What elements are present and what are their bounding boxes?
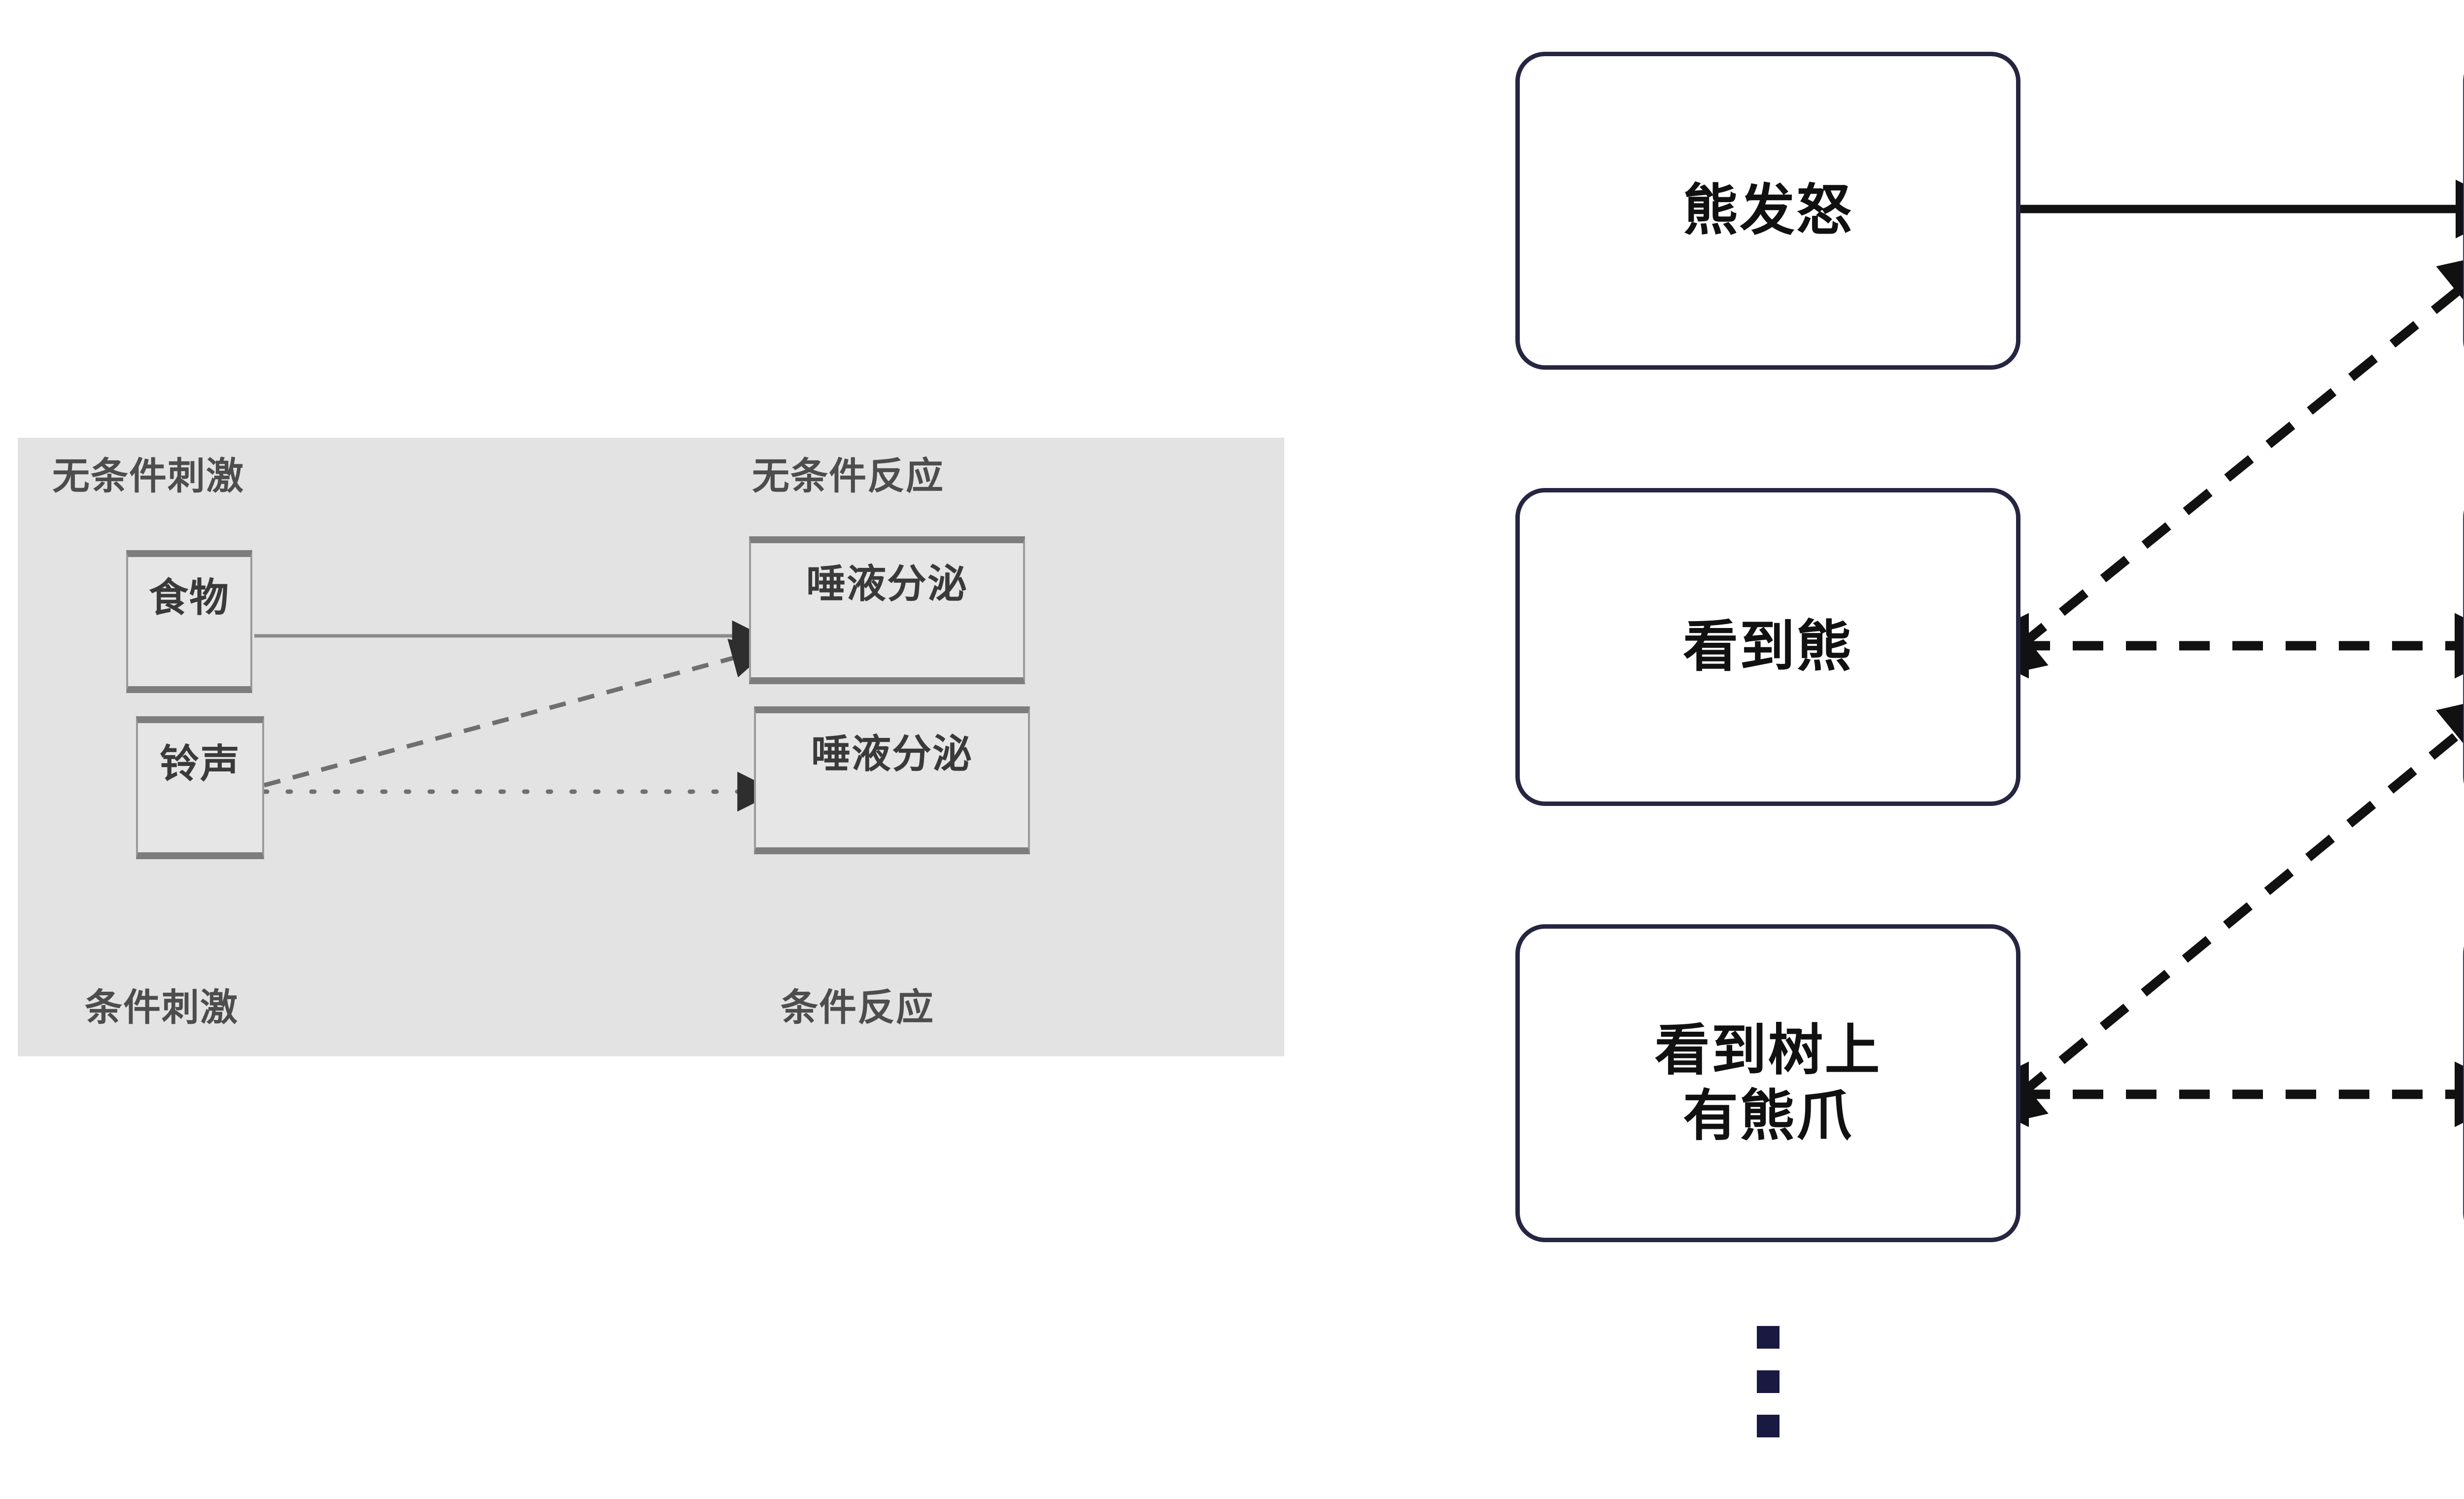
state-box-see-bear-label: 看到熊 <box>1683 616 1853 678</box>
caption-unconditioned-response: 无条件反应 <box>752 455 944 497</box>
state-box-see-claw-marks-label: 看到树上 有熊爪 <box>1655 1018 1882 1148</box>
edge-see-claw-to-value-s-prime <box>1977 694 2464 1130</box>
box-bell-label: 铃声 <box>160 742 240 786</box>
state-box-bear-angry[interactable]: 熊发怒 <box>1515 52 2020 370</box>
box-salivation-top-label: 唾液分泌 <box>806 562 968 606</box>
box-bell: 铃声 <box>136 716 264 859</box>
state-ellipsis-dot <box>1757 1415 1780 1437</box>
caption-conditioned-stimulus: 条件刺激 <box>85 987 239 1029</box>
state-box-see-claw-marks-line1: 看到树上 <box>1654 1019 1882 1081</box>
state-box-see-claw-marks[interactable]: 看到树上 有熊爪 <box>1515 924 2020 1242</box>
box-food: 食物 <box>126 550 252 693</box>
state-ellipsis-dot <box>1757 1326 1780 1349</box>
arrow-bell-to-salivation-top <box>263 639 772 788</box>
box-salivation-top: 唾液分泌 <box>749 536 1025 684</box>
edge-see-bear-to-reward <box>1977 250 2464 681</box>
box-salivation-bottom: 唾液分泌 <box>754 706 1030 854</box>
box-food-label: 食物 <box>149 576 230 620</box>
state-ellipsis-dot <box>1757 1370 1780 1393</box>
state-box-bear-angry-label: 熊发怒 <box>1683 179 1853 242</box>
caption-conditioned-response: 条件反应 <box>781 987 934 1029</box>
state-box-see-claw-marks-line2: 有熊爪 <box>1683 1084 1853 1147</box>
classical-conditioning-panel: 无条件刺激 无条件反应 条件刺激 条件反应 食物 铃声 唾液分泌 唾液分泌 <box>18 438 1284 1056</box>
state-ellipsis <box>1757 1326 1780 1437</box>
box-salivation-bottom-label: 唾液分泌 <box>811 732 973 776</box>
state-box-see-bear[interactable]: 看到熊 <box>1515 488 2020 806</box>
caption-unconditioned-stimulus: 无条件刺激 <box>52 455 244 497</box>
